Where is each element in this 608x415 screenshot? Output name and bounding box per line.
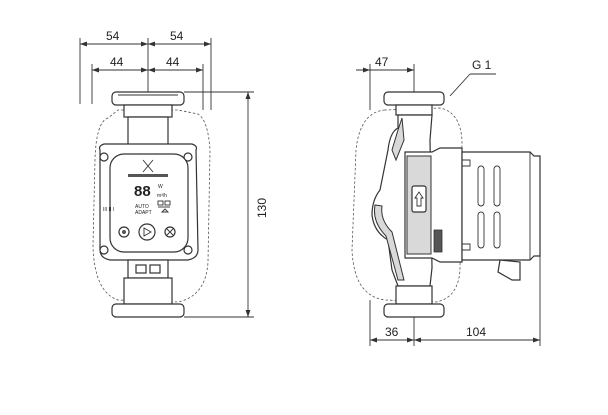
up-arrow-icon (414, 191, 424, 207)
side-top-neck (395, 104, 433, 116)
dim-inner-left-label: 44 (110, 55, 124, 69)
side-housing-shading-top (391, 117, 405, 162)
mode-indicator-1 (157, 200, 164, 206)
front-connector-box (127, 259, 169, 279)
front-screw-bl (99, 245, 109, 255)
mode-select-button[interactable] (138, 223, 156, 241)
dim-outer (80, 41, 211, 47)
led-labels: III II I (103, 207, 114, 213)
grundfos-logo-icon (128, 159, 168, 177)
side-bottom-flange (383, 303, 445, 318)
mode-line1: AUTO (135, 204, 149, 210)
side-motor-cylinder (461, 151, 541, 261)
front-bottom-flange (111, 303, 185, 318)
mode-line2: ADAPT (135, 210, 152, 216)
side-cable-plug (433, 229, 443, 253)
dim-side-top (356, 67, 414, 73)
play-arrow-icon (143, 227, 152, 237)
dim-side-bottom-right-label: 104 (466, 325, 486, 339)
display-digits: 88 (134, 183, 151, 200)
dim-height (184, 91, 254, 318)
power-cross-icon (166, 228, 174, 236)
dim-height-label: 130 (255, 198, 269, 218)
front-screw-tl (99, 152, 109, 162)
front-view: 88 W m³/h III II I AUTO ADAPT (79, 29, 269, 318)
side-bottom-neck (395, 285, 433, 305)
side-top-flange (383, 91, 445, 106)
front-connector-plug-2 (149, 264, 161, 274)
side-cable-outlet (497, 259, 521, 281)
side-view: 47 G 1 36 104 (351, 55, 541, 346)
dim-side-bottom (370, 337, 540, 343)
thread-label: G 1 (472, 58, 492, 72)
dim-outer-right-label: 54 (170, 29, 184, 43)
front-screw-tr (183, 152, 193, 162)
dim-side-bottom-left-label: 36 (385, 325, 399, 339)
thread-leader (449, 73, 496, 97)
dim-inner (92, 67, 203, 73)
dim-side-top-label: 47 (375, 55, 389, 69)
side-motor-fins (477, 165, 501, 249)
dim-outer-left-label: 54 (106, 29, 120, 43)
led-button-dot-icon (122, 230, 126, 234)
side-housing-shading (374, 204, 405, 281)
mode-indicator-2 (164, 200, 171, 206)
side-motor-ribs (462, 159, 471, 251)
front-top-flange (111, 91, 185, 118)
front-connector-plug-1 (135, 264, 147, 274)
display-unit-bottom: m³/h (157, 193, 167, 199)
side-display-window (411, 185, 427, 213)
front-screw-br (183, 245, 193, 255)
display-unit-top: W (158, 184, 163, 190)
front-pump-bottom (123, 277, 173, 305)
front-insulation-outline (92, 109, 211, 303)
curve-icon (160, 208, 170, 213)
dim-inner-right-label: 44 (166, 55, 180, 69)
